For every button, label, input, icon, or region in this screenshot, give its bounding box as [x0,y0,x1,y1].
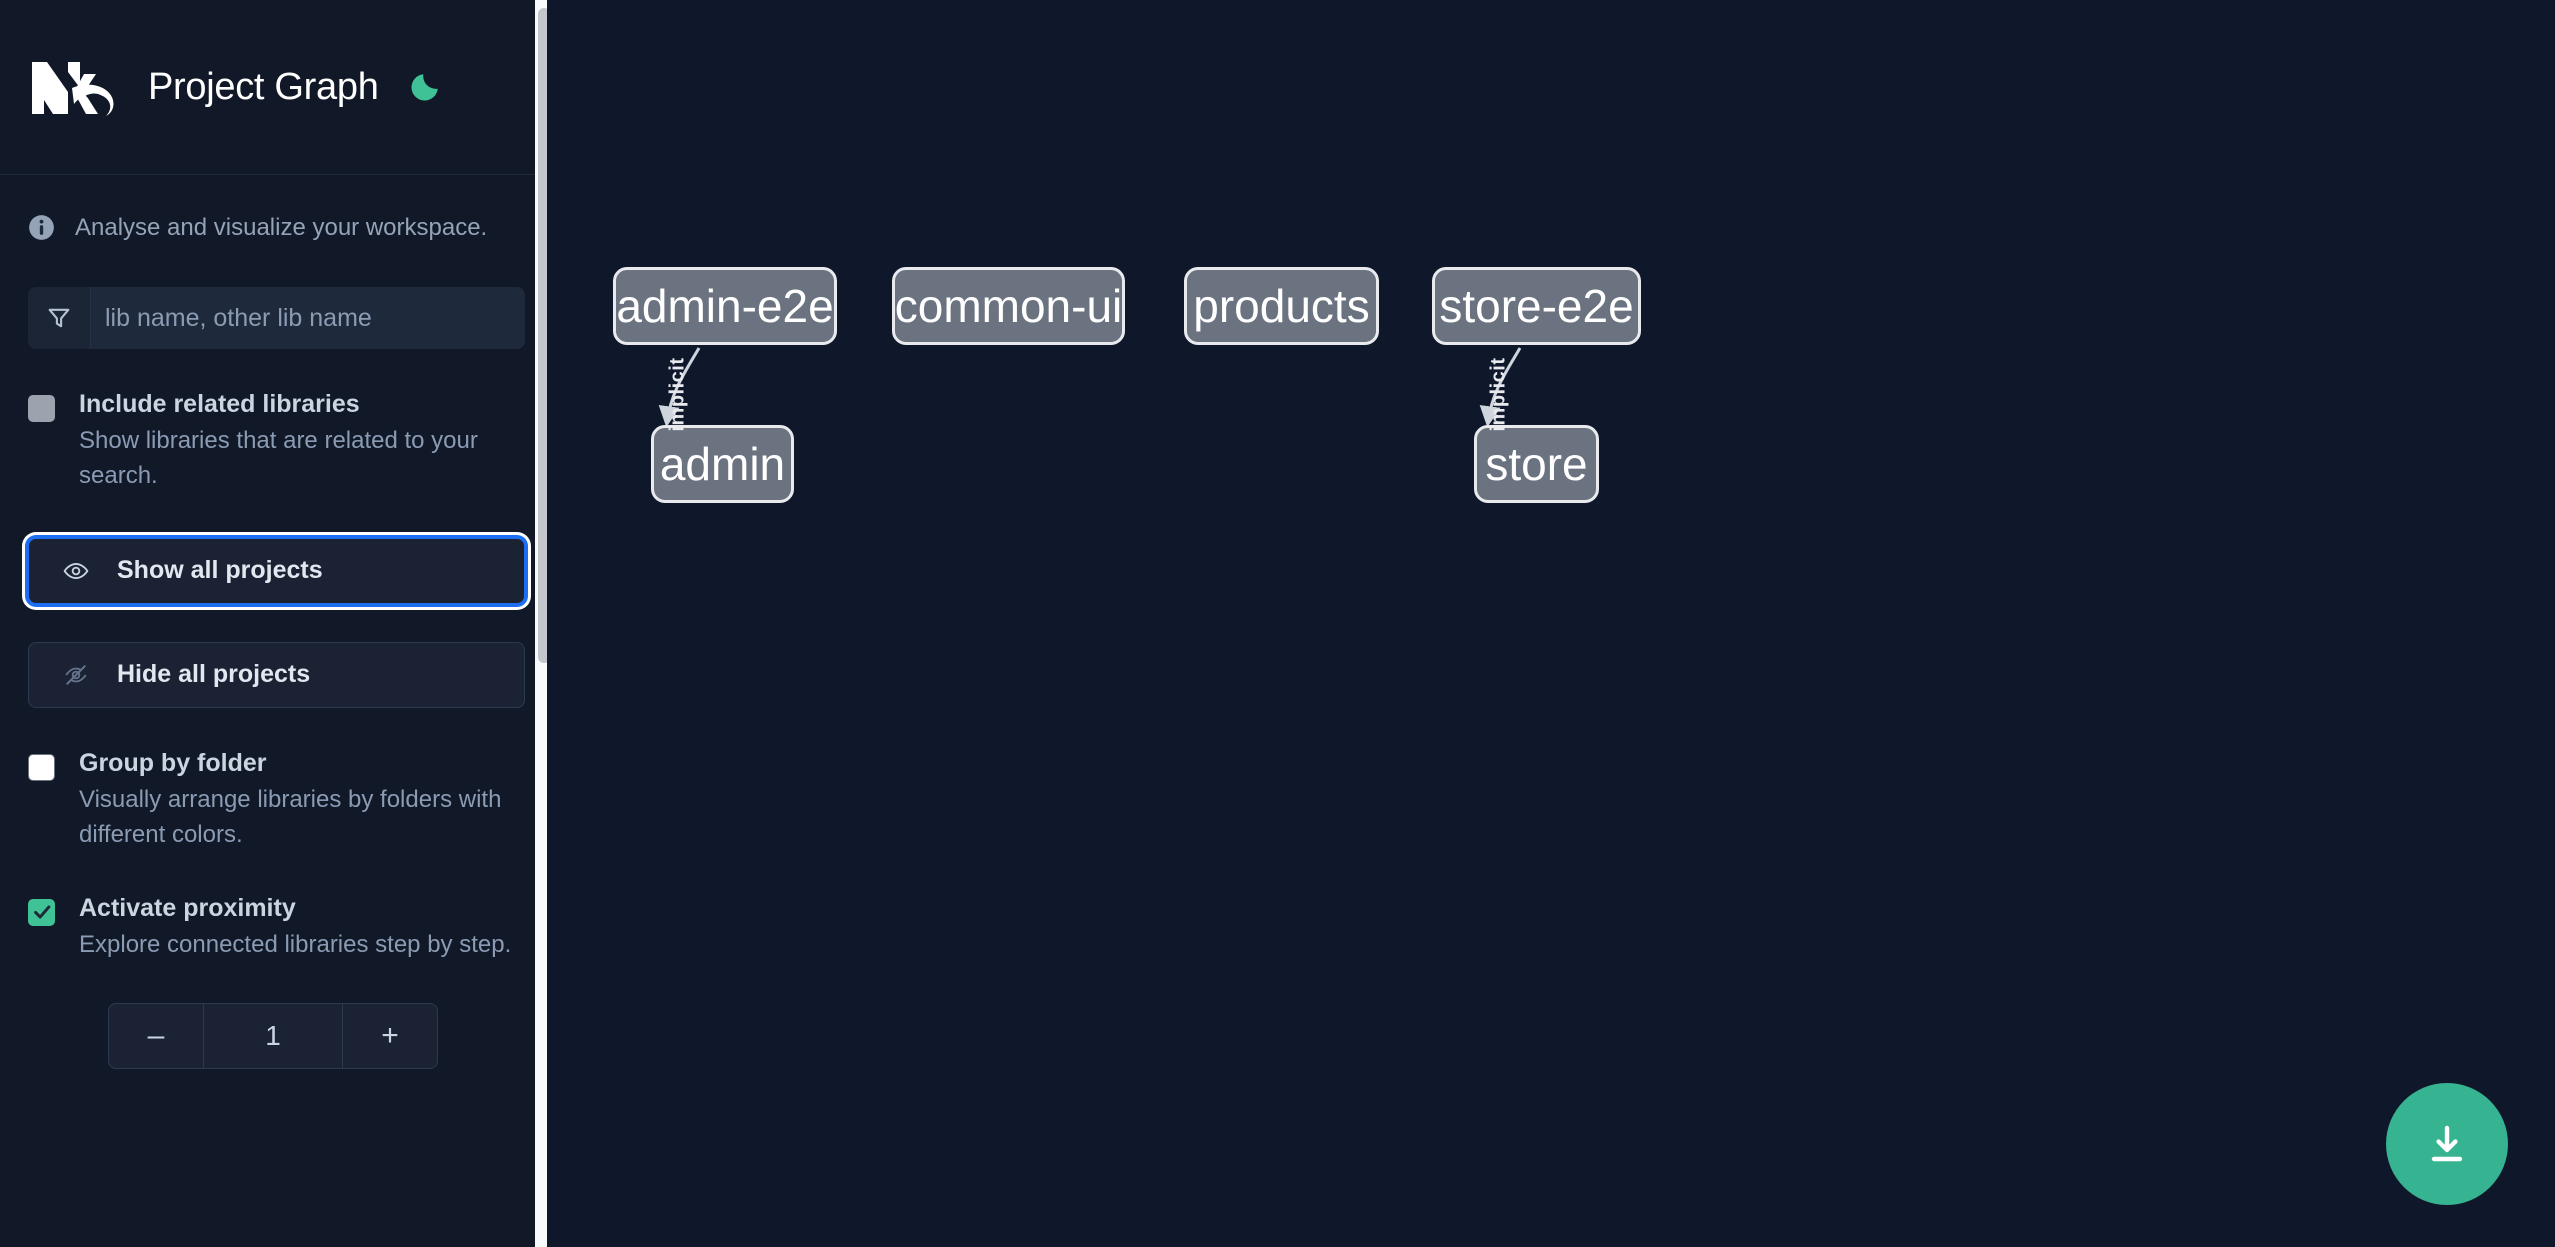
sidebar-content: Project Graph Analyse and visualize your… [0,0,553,1069]
option-description: Explore connected libraries step by step… [79,930,512,958]
filter-search-box[interactable] [28,287,525,349]
graph-node-common-ui[interactable]: common-ui [892,267,1125,345]
graph-node-admin-e2e[interactable]: admin-e2e [613,267,837,345]
filter-funnel-icon [28,287,91,349]
search-input[interactable] [91,287,525,349]
option-include-related-libraries[interactable]: Include related libraries Show libraries… [28,389,525,494]
nx-logo-icon [28,52,124,122]
graph-node-label: store [1485,438,1588,490]
projects-buttons-group: Show all projects Hide all projects [28,537,525,708]
download-graph-button[interactable] [2386,1083,2508,1205]
graph-node-label: admin-e2e [616,280,834,332]
workspace-note: Analyse and visualize your workspace. [0,175,553,280]
option-title: Activate proximity [79,893,296,922]
checkbox-activate-proximity[interactable] [28,898,55,926]
workspace-note-text: Analyse and visualize your workspace. [75,213,488,241]
option-description: Visually arrange libraries by folders wi… [79,786,502,848]
graph-node-store[interactable]: store [1474,425,1599,503]
info-icon [28,214,55,241]
eye-off-icon [59,660,95,690]
eye-icon [59,556,95,586]
graph-node-admin[interactable]: admin [651,425,794,503]
checkbox-group-by-folder[interactable] [28,753,55,781]
graph-node-products[interactable]: products [1184,267,1379,345]
graph-node-label: products [1193,280,1370,332]
sidebar-header: Project Graph [0,0,553,175]
graph-node-label: store-e2e [1439,280,1634,332]
graph-node-store-e2e[interactable]: store-e2e [1432,267,1641,345]
option-title: Include related libraries [79,390,360,418]
graph-node-label: admin [659,438,786,490]
show-all-projects-button[interactable]: Show all projects [28,537,525,604]
option-group-by-folder[interactable]: Group by folder Visually arrange librari… [28,748,525,853]
graph-canvas[interactable]: admin-e2e common-ui products store-e2e admin… [553,0,2555,1247]
hide-all-projects-label: Hide all projects [117,660,311,689]
moon-icon[interactable] [405,67,445,107]
option-activate-proximity[interactable]: Activate proximity Explore connected lib… [28,893,525,963]
hide-all-projects-button[interactable]: Hide all projects [28,641,525,708]
download-icon [2431,1125,2463,1162]
show-all-projects-label: Show all projects [117,556,323,585]
sidebar: Project Graph Analyse and visualize your… [0,0,553,1247]
stepper-value: 1 [265,1019,281,1051]
edge-label-store-e2e-store: implicit [1487,357,1510,432]
stepper-increment-button[interactable]: + [342,1003,437,1068]
option-text-block: Group by folder Visually arrange librari… [79,748,515,853]
checkbox-include-related-libraries[interactable] [28,395,55,422]
option-text-block: Activate proximity Explore connected lib… [79,893,511,963]
option-title: Group by folder [79,748,267,777]
graph-node-label: common-ui [894,280,1123,332]
sidebar-edge-divider [547,0,553,1247]
option-description: Show libraries that are related to your … [79,427,478,490]
option-text-block: Include related libraries Show libraries… [79,389,515,494]
stepper-decrement-button[interactable]: – [109,1003,204,1068]
edge-label-admin-e2e-admin: implicit [666,357,689,432]
graph-edges [658,347,1522,428]
page-title: Project Graph [148,65,379,108]
sidebar-controls: Include related libraries Show libraries… [0,287,553,1069]
proximity-stepper: – 1 + [108,1002,438,1069]
